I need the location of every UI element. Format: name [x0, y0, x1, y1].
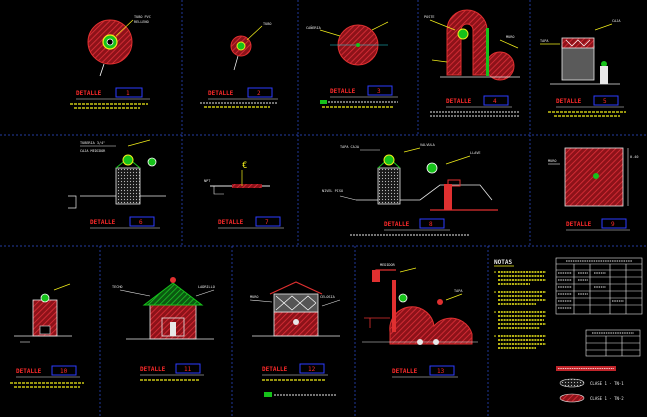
- svg-text:MURO: MURO: [548, 159, 556, 163]
- spec-table-fill: [558, 260, 632, 309]
- detail-1-number: 1: [126, 90, 130, 97]
- detail-1-title-block: DETALLE 1: [70, 87, 150, 109]
- svg-text:POSTE: POSTE: [424, 15, 435, 19]
- svg-text:CAÑERIA: CAÑERIA: [306, 25, 322, 30]
- svg-text:CAJA: CAJA: [612, 19, 621, 23]
- detail-5-title-block: DETALLE 5: [548, 95, 626, 117]
- detail-12-title-block: DETALLE 12: [262, 363, 336, 397]
- svg-text:MEDIDOR: MEDIDOR: [380, 263, 396, 267]
- detail-6-title: DETALLE: [90, 219, 116, 226]
- detail-7-number: 7: [265, 219, 269, 226]
- detail-6-drawing: TUBERIA 3/4" CAJA MEDIDOR: [68, 139, 166, 209]
- detail-7-drawing: € NPT: [204, 161, 270, 195]
- detail-13-title: DETALLE: [392, 368, 418, 375]
- legend: CLASE 1 - TN-1 CLASE 1 - TN-2: [556, 366, 624, 403]
- svg-text:VALVULA: VALVULA: [420, 143, 436, 147]
- detail-9-number: 9: [611, 221, 615, 228]
- detail-11-number: 11: [184, 366, 192, 373]
- detail-11-drawing: TECHO LADRILLO: [112, 277, 215, 340]
- svg-text:TUBO PVC: TUBO PVC: [134, 15, 151, 19]
- detail-4-number: 4: [493, 98, 497, 105]
- detail-2-title: DETALLE: [208, 90, 234, 97]
- legend-clase1-label: CLASE 1 - TN-1: [590, 381, 624, 386]
- notes-title: NOTAS: [494, 259, 512, 266]
- detail-12-drawing: CELOSIA MURO: [249, 281, 341, 337]
- detail-12-number: 12: [308, 366, 316, 373]
- svg-text:TAPA: TAPA: [540, 39, 549, 43]
- small-table: [585, 329, 641, 357]
- detail-3-drawing: CAÑERIA: [306, 21, 389, 66]
- legend-clase2-label: CLASE 1 - TN-2: [590, 396, 624, 401]
- detail-8-number: 8: [429, 221, 433, 228]
- detail-11-title: DETALLE: [140, 366, 166, 373]
- svg-text:TECHO: TECHO: [112, 285, 123, 289]
- svg-text:MURO: MURO: [506, 35, 514, 39]
- detail-10-title: DETALLE: [16, 368, 42, 375]
- svg-text:CAJA MEDIDOR: CAJA MEDIDOR: [80, 149, 106, 153]
- detail-11-title-block: DETALLE 11: [140, 363, 204, 381]
- detail-9-title-block: DETALLE 9: [566, 218, 630, 231]
- detail-7-title: DETALLE: [218, 219, 244, 226]
- detail-6-number: 6: [139, 219, 143, 226]
- detail-3-title-block: DETALLE 3: [320, 85, 398, 108]
- detail-8-title: DETALLE: [384, 221, 410, 228]
- legend-clase2-symbol: [559, 393, 585, 403]
- svg-text:0.40: 0.40: [630, 155, 638, 159]
- detail-13-number: 13: [437, 368, 445, 375]
- svg-text:TAPA: TAPA: [454, 289, 463, 293]
- detail-8-drawing: NIVEL PISO TAPA CAJA VALVULA LLAVE: [322, 143, 498, 211]
- detail-10-title-block: DETALLE 10: [10, 365, 84, 388]
- svg-text:NPT: NPT: [204, 179, 211, 183]
- detail-5-drawing: TAPA CAJA: [540, 19, 621, 85]
- detail-4-title-block: DETALLE 4: [430, 95, 520, 117]
- detail-5-number: 5: [603, 98, 607, 105]
- svg-text:NIVEL PISO: NIVEL PISO: [322, 189, 343, 193]
- notes-block: NOTAS: [494, 259, 546, 349]
- svg-text:LLAVE: LLAVE: [470, 151, 481, 155]
- detail-12-title: DETALLE: [262, 366, 288, 373]
- svg-text:TAPA CAJA: TAPA CAJA: [340, 145, 360, 149]
- legend-clase1-symbol: [559, 378, 585, 388]
- detail-1-title: DETALLE: [76, 90, 102, 97]
- svg-text:LADRILLO: LADRILLO: [198, 285, 215, 289]
- detail-2-drawing: TUBO: [230, 22, 271, 71]
- detail-6-title-block: DETALLE 6: [90, 216, 160, 229]
- svg-text:TUBO: TUBO: [263, 22, 271, 26]
- detail-2-title-block: DETALLE 2: [200, 87, 278, 108]
- svg-text:TUBERIA 3/4": TUBERIA 3/4": [80, 141, 105, 145]
- spec-table: [555, 257, 643, 315]
- svg-text:€: €: [242, 161, 247, 171]
- detail-13-title-block: DETALLE 13: [392, 365, 458, 378]
- detail-7-title-block: DETALLE 7: [218, 216, 284, 229]
- detail-4-title: DETALLE: [446, 98, 472, 105]
- detail-9-drawing: MURO 0.40: [548, 147, 638, 207]
- detail-10-number: 10: [60, 368, 68, 375]
- svg-text:MURO: MURO: [250, 295, 258, 299]
- detail-10-drawing: [14, 283, 72, 343]
- svg-text:RELLENO: RELLENO: [134, 20, 149, 24]
- detail-9-title: DETALLE: [566, 221, 592, 228]
- svg-text:CELOSIA: CELOSIA: [320, 295, 336, 299]
- detail-13-drawing: MEDIDOR TAPA: [362, 263, 478, 345]
- detail-3-number: 3: [377, 88, 381, 95]
- detail-8-title-block: DETALLE 8: [350, 218, 470, 236]
- detail-5-title: DETALLE: [556, 98, 582, 105]
- detail-3-title: DETALLE: [330, 88, 356, 95]
- detail-2-number: 2: [257, 90, 261, 97]
- detail-4-drawing: POSTE MURO: [424, 9, 520, 81]
- detail-1-drawing: TUBO PVC RELLENO: [87, 15, 151, 77]
